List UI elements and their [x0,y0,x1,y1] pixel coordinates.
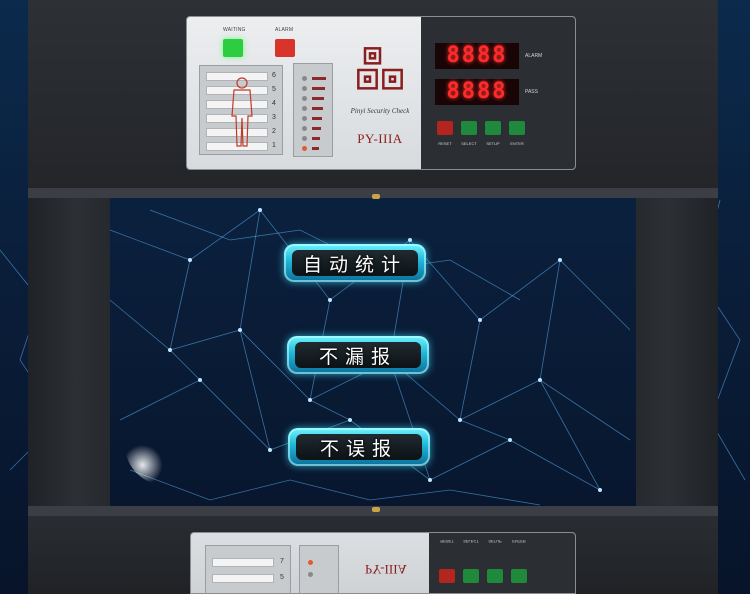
enter-button[interactable] [509,121,525,135]
feature-pill-no-missed-alarms: 不漏报 [287,336,429,374]
reflected-button-label: RESET [440,539,454,544]
waiting-label: WAITING [223,27,246,33]
zone-number: 5 [280,574,284,581]
bolt [372,507,380,512]
meter-bar [312,127,321,130]
meter-bar [312,137,320,140]
waiting-led [223,39,243,57]
pass-counter-display: 8888 [435,79,519,105]
reflected-control-panel: 7 5 PY-IIIA RESET SELECT SETUP ENTER [190,532,576,594]
reflected-zone-box: 7 5 [205,545,291,593]
meter-led [302,106,307,111]
reflected-display: RESET SELECT SETUP ENTER [429,533,575,593]
detector-frame-left [28,192,110,510]
zone-bar [212,574,274,583]
meter-bar [312,97,324,100]
meter-led [308,572,313,577]
reflected-enter-button [511,569,527,583]
detector-frame-right [636,192,718,510]
human-figure-icon [231,77,253,147]
feature-pill-label: 自动统计 [292,250,418,276]
feature-pill-label: 不漏报 [295,342,421,368]
select-button[interactable] [461,121,477,135]
zone-number: 4 [272,100,276,107]
brand-area: Pinyi Security Check PY-IIIA [337,23,423,165]
zone-bar [206,114,268,123]
bolt [372,194,380,199]
reflected-button-label: ENTER [512,539,526,544]
alarm-counter-display: 8888 [435,43,519,69]
reset-button[interactable] [437,121,453,135]
setup-label: SETUP [486,141,500,146]
reflected-reset-button [439,569,455,583]
zone-number: 7 [280,558,284,565]
signal-meter [293,63,333,157]
meter-bar [312,77,326,80]
feature-pill-no-false-alarms: 不误报 [288,428,430,466]
reflected-meter [299,545,339,593]
zone-bar [212,558,274,567]
zone-indicator: 6 5 4 3 2 1 [199,65,283,155]
reflected-button-label: SETUP [488,539,502,544]
meter-bar [312,147,319,150]
feature-pill-label: 不误报 [296,434,422,460]
meter-led [302,96,307,101]
meter-led [302,86,307,91]
reflected-model-name: PY-IIIA [365,562,407,577]
display-panel: 8888 ALARM 8888 PASS RESET SELECT SETUP … [421,17,575,169]
feature-pill-auto-statistics: 自动统计 [284,244,426,282]
setup-button[interactable] [485,121,501,135]
meter-led [302,76,307,81]
meter-bar [312,87,325,90]
model-name: PY-IIIA [357,131,403,146]
meter-bar [312,107,323,110]
alarm-led [275,39,295,57]
reflected-button-label: SELECT [463,539,479,544]
meter-led [302,136,307,141]
frame-divider [28,188,718,198]
meter-bar [312,117,322,120]
zone-number: 1 [272,142,276,149]
meter-led [302,116,307,121]
reset-label: RESET [438,141,452,146]
alarm-counter-label: ALARM [525,53,543,59]
alarm-label: ALARM [275,27,294,33]
meter-led [302,146,307,151]
brand-logo-icon [357,47,403,90]
meter-led [302,126,307,131]
control-panel: WAITING ALARM 6 5 4 3 2 1 [186,16,576,170]
zone-number: 2 [272,128,276,135]
zone-number: 3 [272,114,276,121]
reflected-select-button [463,569,479,583]
pass-counter-label: PASS [525,89,538,95]
zone-number: 6 [272,72,276,79]
zone-number: 5 [272,86,276,93]
meter-led [308,560,313,565]
reflected-setup-button [487,569,503,583]
zone-bar [206,100,268,109]
select-label: SELECT [461,141,477,146]
enter-label: ENTER [510,141,524,146]
brand-tagline: Pinyi Security Check [350,107,410,115]
